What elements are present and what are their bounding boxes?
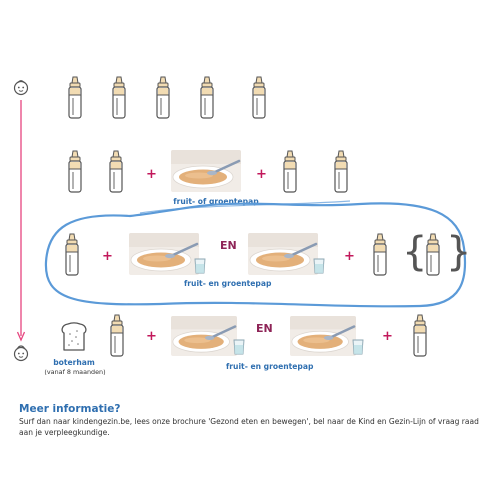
plus-sign: + [102, 249, 113, 264]
bread-label: boterham [53, 358, 95, 367]
baby-bottle-icon [251, 76, 267, 119]
baby-bottle-icon [64, 233, 80, 276]
plus-sign: + [146, 329, 157, 344]
plus-sign: + [256, 167, 267, 182]
info-title: Meer informatie? [19, 403, 121, 415]
baby-face-icon-bottom [12, 344, 30, 362]
caption-row3: fruit- en groentepap [184, 279, 272, 288]
baby-bottle-icon [333, 150, 349, 193]
caption-row4: fruit- en groentepap [226, 362, 314, 371]
bread-note: (vanaf 8 maanden) [44, 368, 106, 376]
bread-slice-icon [60, 322, 88, 352]
plus-sign: + [382, 329, 393, 344]
baby-bottle-icon [111, 76, 127, 119]
baby-bottle-icon [412, 314, 428, 357]
water-cup-icon [233, 339, 245, 360]
en-connector: EN [220, 239, 237, 252]
baby-bottle-icon [155, 76, 171, 119]
info-text: Surf dan naar kindengezin.be, lees onze … [19, 417, 479, 437]
curly-brace-open: { [402, 229, 428, 275]
caption-row2: fruit- of groentepap [173, 197, 259, 206]
baby-bottle-icon [372, 233, 388, 276]
plus-sign: + [344, 249, 355, 264]
baby-bottle-icon [425, 233, 441, 276]
baby-bottle-icon [109, 314, 125, 357]
baby-bottle-icon [67, 76, 83, 119]
curly-brace-close: } [446, 229, 472, 275]
food-bowl-photo [129, 233, 199, 275]
water-cup-icon [352, 339, 364, 360]
food-bowl-photo [171, 150, 241, 192]
timeline-arrow [17, 100, 25, 342]
water-cup-icon [313, 258, 325, 279]
plus-sign: + [146, 167, 157, 182]
en-connector: EN [256, 322, 273, 335]
baby-bottle-icon [67, 150, 83, 193]
food-bowl-photo [248, 233, 318, 275]
food-bowl-photo [290, 316, 356, 356]
baby-bottle-icon [108, 150, 124, 193]
baby-face-icon-top [12, 78, 30, 96]
baby-bottle-icon [199, 76, 215, 119]
baby-bottle-icon [282, 150, 298, 193]
food-bowl-photo [171, 316, 237, 356]
water-cup-icon [194, 258, 206, 279]
